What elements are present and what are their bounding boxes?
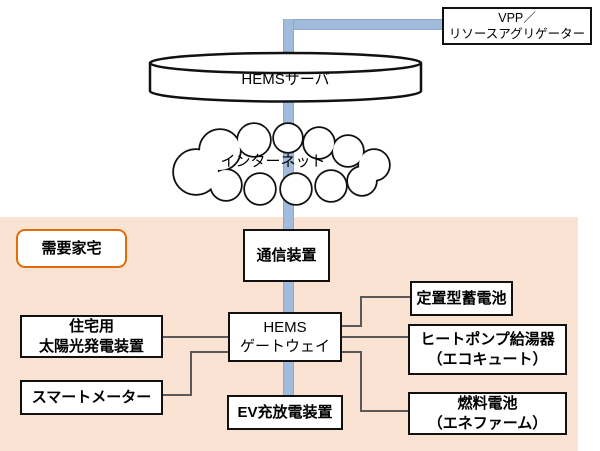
connector-meter-h2 bbox=[190, 351, 228, 353]
hems-gateway-box: HEMS ゲートウェイ bbox=[228, 312, 342, 362]
home-area-label-box: 需要家宅 bbox=[16, 229, 127, 268]
battery-box: 定置型蓄電池 bbox=[410, 281, 513, 316]
connector-meter-h1 bbox=[163, 394, 192, 396]
fuel-cell-box: 燃料電池 （エネファーム） bbox=[408, 392, 567, 435]
connector-fuelcell-v bbox=[360, 351, 362, 412]
internet-text: インターネット bbox=[220, 152, 326, 170]
network-trunk-horizontal bbox=[283, 19, 442, 30]
comm-device-label: 通信装置 bbox=[256, 246, 317, 264]
connector-meter-v bbox=[190, 351, 192, 396]
connector-battery-h2 bbox=[360, 296, 410, 298]
smart-meter-label: スマートメーター bbox=[31, 388, 152, 406]
fuel-cell-label: 燃料電池 （エネファーム） bbox=[427, 395, 548, 432]
ev-charger-box: EV充放電装置 bbox=[227, 395, 343, 430]
connector-heatpump bbox=[342, 336, 408, 338]
connector-battery-v bbox=[360, 296, 362, 327]
connector-fuelcell-h1 bbox=[342, 351, 362, 353]
hems-server-text: HEMSサーバ bbox=[241, 70, 330, 88]
connector-pv-gateway bbox=[163, 336, 228, 338]
internet-cloud bbox=[172, 122, 391, 206]
heat-pump-label: ヒートポンプ給湯器 （エコキュート） bbox=[420, 331, 555, 368]
vpp-aggregator-label: VPP／ リソースアグリゲーター bbox=[448, 11, 586, 41]
connector-fuelcell-h2 bbox=[360, 410, 408, 412]
internet-label: インターネット bbox=[156, 148, 390, 172]
comm-device-box: 通信装置 bbox=[243, 229, 330, 282]
smart-meter-box: スマートメーター bbox=[20, 380, 163, 415]
battery-label: 定置型蓄電池 bbox=[416, 289, 507, 307]
hems-gateway-label: HEMS ゲートウェイ bbox=[239, 318, 330, 355]
pv-system-label: 住宅用 太陽光発電装置 bbox=[38, 318, 144, 355]
heat-pump-box: ヒートポンプ給湯器 （エコキュート） bbox=[408, 324, 567, 375]
pv-system-box: 住宅用 太陽光発電装置 bbox=[20, 315, 163, 358]
home-area-label: 需要家宅 bbox=[41, 239, 102, 257]
vpp-aggregator-box: VPP／ リソースアグリゲーター bbox=[442, 7, 592, 45]
hems-server-label: HEMSサーバ bbox=[148, 65, 423, 91]
ev-charger-label: EV充放電装置 bbox=[237, 403, 333, 421]
hems-server-cylinder bbox=[148, 51, 423, 103]
network-trunk-vertical bbox=[283, 19, 294, 395]
connector-battery-h1 bbox=[342, 325, 362, 327]
